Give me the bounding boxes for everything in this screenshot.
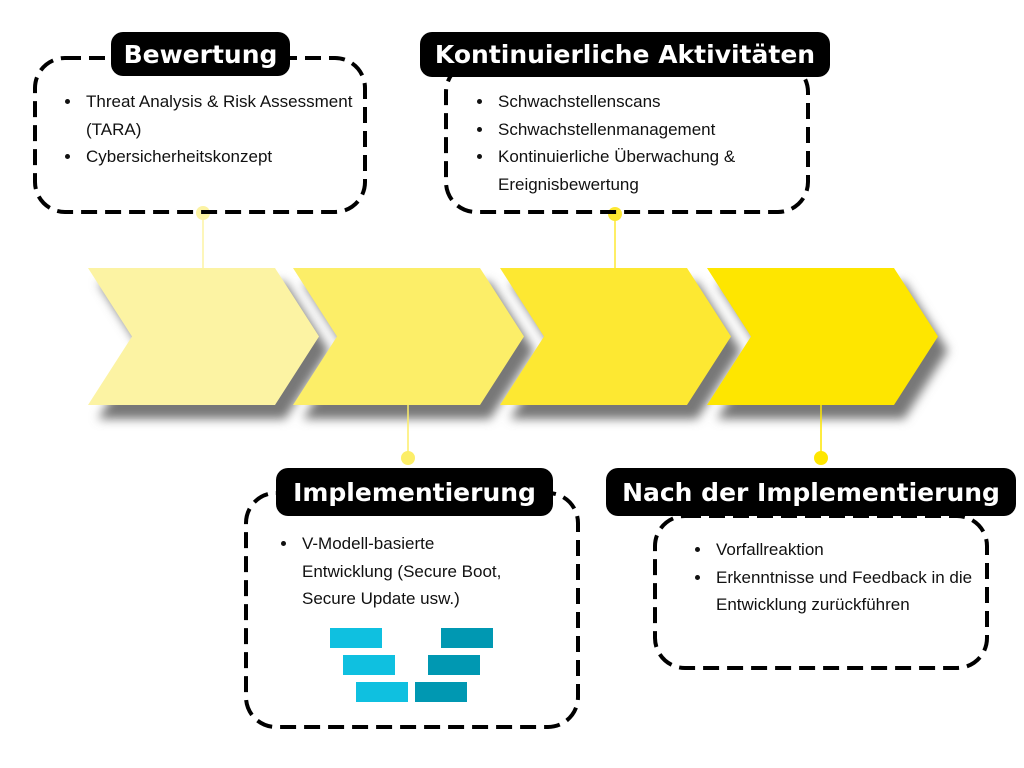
chevron-nach-der-implementierung (707, 268, 938, 405)
stage-title-nach-der-implementierung: Nach der Implementierung (606, 468, 1016, 516)
connector-dot (401, 451, 415, 465)
chevron-implementierung (293, 268, 524, 405)
nach-implementierung-box (653, 514, 989, 670)
v-model-block (428, 655, 480, 675)
list-item: Schwachstellenscans (494, 88, 814, 116)
chevron-kontinuierliche-aktivitaeten (500, 268, 731, 405)
implementierung-list: V-Modell-basierte Entwicklung (Secure Bo… (276, 530, 518, 613)
list-item: V-Modell-basierte Entwicklung (Secure Bo… (298, 530, 518, 613)
bewertung-list: Threat Analysis & Risk Assessment (TARA)… (60, 88, 362, 171)
chevron-bewertung (88, 268, 319, 405)
v-model-block (356, 682, 408, 702)
v-model-block (343, 655, 395, 675)
list-item: Threat Analysis & Risk Assessment (TARA) (82, 88, 362, 143)
connector-dot (814, 451, 828, 465)
kontinuierliche-list: Schwachstellenscans Schwachstellenmanage… (472, 88, 814, 198)
list-item: Kontinuierliche Überwachung & Ereignisbe… (494, 143, 814, 198)
v-model-block (441, 628, 493, 648)
list-item: Cybersicherheitskonzept (82, 143, 362, 171)
v-model-icon (330, 628, 493, 702)
stage-title-kontinuierliche-aktivitaeten: Kontinuierliche Aktivitäten (420, 32, 830, 77)
list-item: Schwachstellenmanagement (494, 116, 814, 144)
stage-title-bewertung: Bewertung (111, 32, 290, 76)
v-model-block (330, 628, 382, 648)
nach-implementierung-list: Vorfallreaktion Erkenntnisse und Feedbac… (690, 536, 992, 619)
v-model-block (415, 682, 467, 702)
stage-title-implementierung: Implementierung (276, 468, 553, 516)
list-item: Vorfallreaktion (712, 536, 992, 564)
list-item: Erkenntnisse und Feedback in die Entwick… (712, 564, 992, 619)
